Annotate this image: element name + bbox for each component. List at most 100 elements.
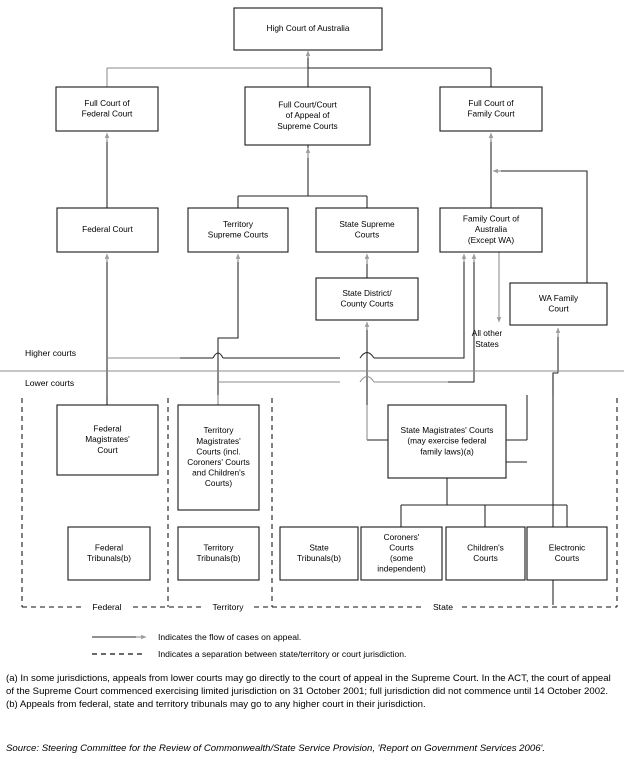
legend-label-separation: Indicates a separation between state/ter…: [158, 649, 406, 659]
footnote-b: (b) Appeals from federal, state and terr…: [6, 699, 426, 711]
node-label-territory-supreme: Territory: [223, 219, 254, 229]
node-label-federal-magistrates: Magistrates': [85, 434, 130, 444]
node-label-federal-magistrates: Court: [97, 445, 118, 455]
node-box-territory-magistrates[interactable]: [177, 404, 260, 511]
crossing-hop-higher-2: [359, 351, 375, 359]
node-box-federal-tribunals[interactable]: [67, 526, 151, 581]
node-label-childrens-courts: Courts: [473, 553, 497, 563]
legend-label-flow: Indicates the flow of cases on appeal.: [158, 632, 301, 642]
node-label-coroners-courts: Courts: [389, 542, 413, 552]
node-box-state-tribunals[interactable]: [279, 526, 359, 581]
node-label-state-magistrates: (may exercise federal: [407, 436, 486, 446]
node-state-magistrates[interactable]: State Magistrates' Courts(may exercise f…: [387, 404, 507, 479]
node-label-state-supreme: Courts: [355, 229, 379, 239]
node-label-coroners-courts: independent): [377, 564, 426, 574]
footnote-a: (a) In some jurisdictions, appeals from …: [6, 673, 611, 698]
node-high-court[interactable]: High Court of Australia: [233, 7, 383, 51]
crossing-hop-higher-1: [212, 352, 224, 359]
node-label-electronic-courts: Courts: [555, 553, 579, 563]
node-label-territory-magistrates: Courts (incl.: [196, 446, 240, 456]
node-label-federal-tribunals: Tribunals(b): [87, 553, 131, 563]
node-label-wa-family: Court: [548, 303, 569, 313]
node-box-territory-tribunals[interactable]: [177, 526, 260, 581]
annotation-all-other-states: States: [475, 339, 499, 349]
legend: Indicates the flow of cases on appeal. I…: [92, 632, 406, 659]
node-label-territory-magistrates: Courts): [205, 478, 232, 488]
node-box-electronic-courts[interactable]: [526, 526, 608, 581]
node-label-childrens-courts: Children's: [467, 542, 504, 552]
connector-terrmag-to-terrsupreme: [217, 260, 239, 405]
node-label-federal-magistrates: Federal: [93, 424, 121, 434]
node-label-full-federal: Federal Court: [82, 108, 133, 118]
node-federal-court[interactable]: Federal Court: [56, 207, 159, 253]
node-box-federal-court[interactable]: [56, 207, 159, 253]
node-box-childrens-courts[interactable]: [445, 526, 526, 581]
node-label-family-court-aus: Family Court of: [463, 214, 520, 224]
node-label-state-tribunals: State: [309, 542, 329, 552]
tier-label-higher-courts: Higher courts: [25, 348, 76, 358]
node-box-full-federal[interactable]: [55, 86, 159, 132]
node-label-federal-tribunals: Federal: [95, 542, 123, 552]
node-label-state-supreme: State Supreme: [339, 219, 395, 229]
footnotes: (a) In some jurisdictions, appeals from …: [6, 672, 618, 712]
node-box-state-district[interactable]: [315, 277, 419, 321]
node-box-state-magistrates[interactable]: [387, 404, 507, 479]
node-label-coroners-courts: Coroners': [384, 532, 420, 542]
node-box-coroners-courts[interactable]: [360, 526, 443, 581]
node-box-full-family[interactable]: [439, 86, 543, 132]
jurisdiction-boundaries: [21, 398, 618, 608]
node-box-wa-family[interactable]: [509, 282, 608, 326]
node-label-federal-court: Federal Court: [82, 224, 133, 234]
node-label-territory-tribunals: Tribunals(b): [197, 553, 241, 563]
node-label-high-court: High Court of Australia: [266, 23, 349, 33]
node-box-state-supreme[interactable]: [315, 207, 419, 253]
connector-wafamily-to-fullfamily: [499, 170, 588, 283]
node-label-state-district: County Courts: [340, 298, 393, 308]
node-label-state-district: State District/: [342, 288, 392, 298]
node-label-coroners-courts: (some: [390, 553, 413, 563]
connector-layer: [104, 50, 588, 605]
node-box-federal-magistrates[interactable]: [56, 404, 159, 476]
node-label-state-tribunals: Tribunals(b): [297, 553, 341, 563]
node-label-state-magistrates: State Magistrates' Courts: [401, 425, 494, 435]
node-label-territory-magistrates: Magistrates': [196, 436, 241, 446]
node-label-full-family: Full Court of: [468, 98, 514, 108]
node-box-family-court-aus[interactable]: [439, 207, 543, 253]
node-label-territory-tribunals: Territory: [204, 542, 235, 552]
node-box-territory-supreme[interactable]: [187, 207, 289, 253]
node-label-full-supreme: Full Court/Court: [278, 100, 337, 110]
annotation-all-other-states: All other: [472, 328, 503, 338]
node-box-high-court[interactable]: [233, 7, 383, 51]
node-label-territory-supreme: Supreme Courts: [208, 229, 268, 239]
crossing-hop-lower-1: [359, 375, 375, 383]
node-label-state-magistrates: family laws)(a): [420, 446, 474, 456]
connector-higher-tier-to-family: [374, 260, 465, 359]
node-label-family-court-aus: (Except WA): [468, 235, 514, 245]
node-box-full-supreme[interactable]: [244, 86, 371, 146]
zone-label-zone-federal: Federal: [92, 602, 121, 612]
node-label-territory-magistrates: and Children's: [192, 468, 245, 478]
node-state-district[interactable]: State District/County Courts: [315, 277, 419, 321]
node-label-family-court-aus: Australia: [475, 224, 508, 234]
node-label-electronic-courts: Electronic: [549, 542, 585, 552]
node-label-wa-family: WA Family: [539, 293, 579, 303]
node-label-full-supreme: of Appeal of: [286, 110, 331, 120]
